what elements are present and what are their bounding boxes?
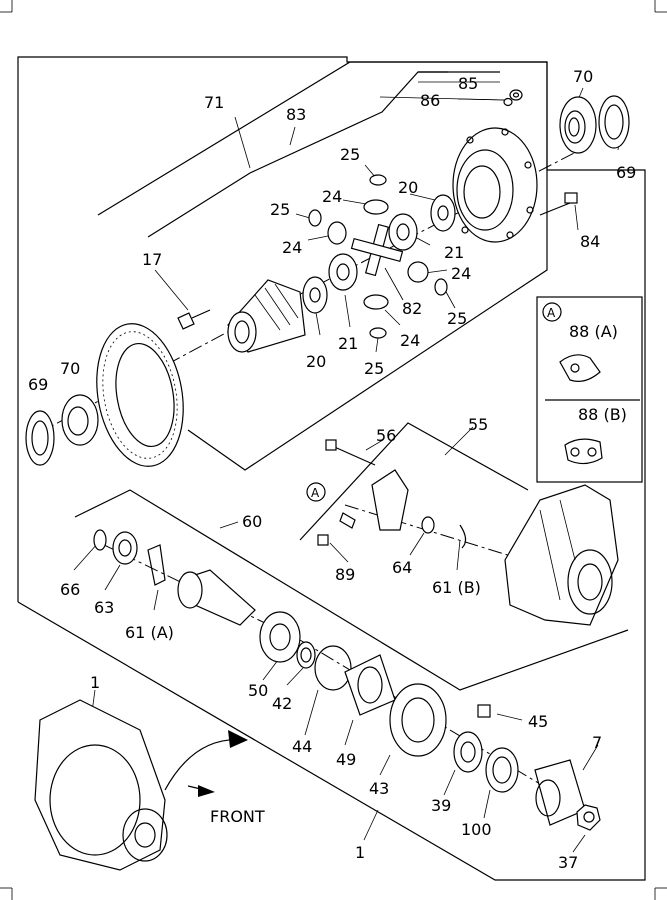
label-24-b: 24 xyxy=(282,238,302,257)
washers-25 xyxy=(308,174,448,339)
callout-marker-circle xyxy=(306,482,326,502)
label-1-top: 1 xyxy=(90,673,100,692)
bolt-56 xyxy=(325,439,376,466)
label-69-top: 69 xyxy=(616,163,636,182)
differential-case xyxy=(227,279,306,353)
nut-37 xyxy=(576,804,601,831)
washer-64 xyxy=(421,516,435,534)
carrier-box xyxy=(74,489,629,691)
label-25-d: 25 xyxy=(364,359,384,378)
label-7: 7 xyxy=(592,733,602,752)
label-69-left: 69 xyxy=(28,375,48,394)
label-25-b: 25 xyxy=(270,200,290,219)
bearing-50 xyxy=(259,611,301,663)
label-21-a: 21 xyxy=(444,243,464,262)
label-66: 66 xyxy=(60,580,80,599)
side-gears-21 xyxy=(328,213,418,291)
label-17: 17 xyxy=(142,250,162,269)
thrust-washers-20 xyxy=(302,194,456,314)
bearing-63 xyxy=(112,531,138,565)
label-86: 86 xyxy=(420,91,440,110)
label-20-a: 20 xyxy=(398,178,418,197)
label-70-top: 70 xyxy=(573,67,593,86)
seal-69-top xyxy=(598,95,630,149)
inset-label-88b: 88 (B) xyxy=(578,405,627,424)
label-71: 71 xyxy=(204,93,224,112)
label-21-b: 21 xyxy=(338,334,358,353)
gasket-49 xyxy=(344,654,396,716)
callout-marker: A xyxy=(311,486,320,500)
seal-100 xyxy=(485,747,519,793)
label-42: 42 xyxy=(272,694,292,713)
label-82: 82 xyxy=(402,299,422,318)
ring-gear xyxy=(96,323,184,467)
inset-label-88a: 88 (A) xyxy=(569,322,618,341)
label-85: 85 xyxy=(458,74,478,93)
inset-box xyxy=(536,296,643,483)
label-24-a: 24 xyxy=(322,187,342,206)
flange-case xyxy=(452,127,538,243)
label-24-c: 24 xyxy=(451,264,471,283)
bolt-45 xyxy=(477,704,491,718)
label-83: 83 xyxy=(286,105,306,124)
label-20-b: 20 xyxy=(306,352,326,371)
label-45: 45 xyxy=(528,712,548,731)
label-60: 60 xyxy=(242,512,262,531)
label-89: 89 xyxy=(335,565,355,584)
label-100: 100 xyxy=(461,820,492,839)
label-44: 44 xyxy=(292,737,312,756)
bolt-84 xyxy=(539,192,578,216)
lock-plate-61a xyxy=(147,544,166,586)
label-1-bottom: 1 xyxy=(355,843,365,862)
lock-plate-61b xyxy=(459,524,467,549)
assembled-differential xyxy=(34,699,168,871)
bolt-17 xyxy=(177,309,211,330)
spacer-42 xyxy=(296,641,316,669)
diff-case-box xyxy=(97,61,548,471)
part-labels: 71 83 85 86 70 69 25 24 20 25 24 21 84 1… xyxy=(28,67,636,872)
pinion-gears-24 xyxy=(327,199,429,310)
pinion-gear xyxy=(177,569,256,626)
label-61b: 61 (B) xyxy=(432,578,481,597)
label-55: 55 xyxy=(468,415,488,434)
label-24-d: 24 xyxy=(400,331,420,350)
label-25-a: 25 xyxy=(340,145,360,164)
leader-lines xyxy=(73,81,621,853)
bolt-89 xyxy=(317,534,329,546)
lock-plate-88 xyxy=(339,512,356,529)
front-arrow xyxy=(164,730,248,797)
retainer-43 xyxy=(389,683,447,757)
label-64: 64 xyxy=(392,558,412,577)
seal-69-left xyxy=(25,410,55,466)
bearing-cap-55 xyxy=(371,469,409,531)
inset-marker: A xyxy=(547,306,556,320)
front-label: FRONT xyxy=(210,807,265,826)
label-49: 49 xyxy=(336,750,356,769)
bearing-70-top xyxy=(559,96,597,154)
o-ring-44 xyxy=(314,645,352,691)
label-39: 39 xyxy=(431,796,451,815)
label-25-c: 25 xyxy=(447,309,467,328)
label-70-left: 70 xyxy=(60,359,80,378)
spider-82 xyxy=(350,223,404,277)
label-37: 37 xyxy=(558,853,578,872)
bearing-39 xyxy=(453,731,483,773)
bearing-70-left xyxy=(61,394,99,446)
label-61a: 61 (A) xyxy=(125,623,174,642)
nut-85 xyxy=(509,89,523,101)
carrier-housing xyxy=(504,484,619,626)
label-43: 43 xyxy=(369,779,389,798)
label-84: 84 xyxy=(580,232,600,251)
spacer-66 xyxy=(93,529,107,551)
label-56: 56 xyxy=(376,426,396,445)
label-50: 50 xyxy=(248,681,268,700)
label-63: 63 xyxy=(94,598,114,617)
washer-86 xyxy=(503,97,513,107)
